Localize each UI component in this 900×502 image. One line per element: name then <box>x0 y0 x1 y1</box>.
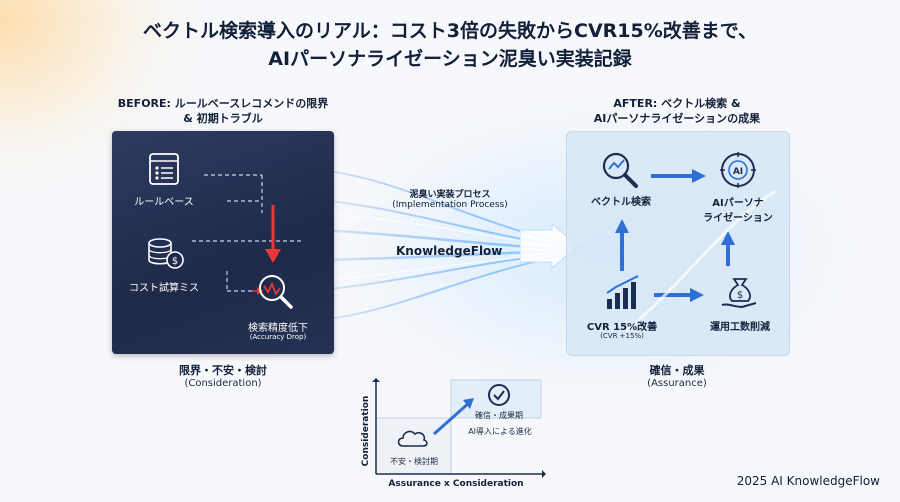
document-list-icon <box>149 153 179 185</box>
matrix-low-label: 不安・検討期 <box>390 457 438 466</box>
vector-search-label: ベクトル検索 <box>591 197 651 208</box>
workload-label: 運用工数削減 <box>710 322 770 333</box>
after-heading: AFTER: ベクトル検索 & AIパーソナライゼーションの成果 <box>546 96 808 126</box>
after-caption-en: (Assurance) <box>647 378 707 389</box>
vector-search-icon <box>602 152 638 188</box>
after-panel-arrows <box>615 169 777 333</box>
before-caption-en: (Consideration) <box>184 378 262 389</box>
personalization-label-line2: ライゼーション <box>703 213 773 224</box>
matrix-high-label: 確信・成果期 <box>475 411 523 420</box>
svg-text:AI: AI <box>733 167 743 177</box>
growth-chart-icon <box>606 275 639 309</box>
page-title-line1: ベクトル検索導入のリアル：コスト3倍の失敗からCVR15%改善まで、 <box>142 20 758 42</box>
before-caption: 限界・不安・検討 <box>179 364 267 377</box>
coin-stack-icon: $ <box>148 238 184 269</box>
cost-miss-label: コスト試算ミス <box>129 283 199 294</box>
process-label-en: (Implementation Process) <box>392 200 508 210</box>
after-heading-line2: AIパーソナライゼーションの成果 <box>593 112 761 125</box>
rule-based-label: ルールベース <box>134 197 194 208</box>
footer-brand: 2025 AI KnowledgeFlow <box>736 474 880 488</box>
matrix-x-axis-label: Assurance x Consideration <box>388 479 524 489</box>
accuracy-drop-en-label: (Accuracy Drop) <box>249 333 307 341</box>
svg-text:$: $ <box>172 256 178 267</box>
flow-arrow-icon <box>520 224 579 268</box>
before-heading: BEFORE: ルールベースレコメンドの限界 & 初期トラブル <box>82 96 364 126</box>
svg-text:$: $ <box>737 290 743 301</box>
process-label: 泥臭い実装プロセス <box>409 190 491 200</box>
knowledgeflow-brand: KnowledgeFlow <box>396 244 503 258</box>
matrix-arrow-label: AI導入による進化 <box>468 427 532 436</box>
cloud-icon <box>397 430 428 447</box>
before-panel-connectors <box>192 174 302 295</box>
matrix-y-axis-label: Consideration <box>361 395 371 467</box>
personalization-label-line1: AIパーソナ <box>712 198 764 209</box>
personalization-label: AIパーソナ ライゼーション <box>690 194 786 224</box>
cvr-label: CVR 15%改善 <box>586 322 658 333</box>
money-bag-hand-icon: $ <box>721 278 757 309</box>
before-heading-line1: BEFORE: ルールベースレコメンドの限界 <box>117 97 329 110</box>
magnifier-warning-icon <box>259 275 293 309</box>
after-heading-line1: AFTER: ベクトル検索 & <box>613 97 741 110</box>
cvr-en-label: (CVR +15%) <box>600 332 644 340</box>
checkmark-circle-icon <box>488 384 510 406</box>
accuracy-drop-label: 検索精度低下 <box>248 323 308 334</box>
page-title-line2: AIパーソナライゼーション泥臭い実装記録 <box>268 48 632 70</box>
ai-brain-icon: AI <box>720 152 756 188</box>
after-caption: 確信・成果 <box>649 364 705 377</box>
before-heading-line2: & 初期トラブル <box>183 112 263 125</box>
